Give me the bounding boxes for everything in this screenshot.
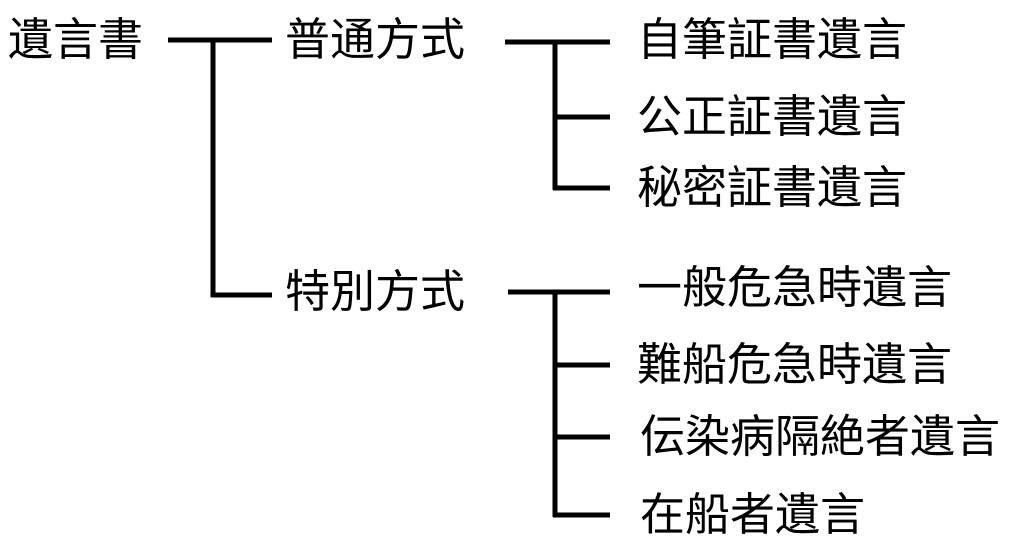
leaf-node: 一般危急時遺言	[637, 261, 953, 314]
category-ordinary: 普通方式	[285, 13, 466, 66]
leaf-node: 自筆証書遺言	[637, 13, 908, 66]
category-special: 特別方式	[285, 265, 466, 318]
leaf-node: 伝染病隔絶者遺言	[640, 410, 1001, 463]
leaf-node: 難船危急時遺言	[637, 338, 953, 391]
root-node: 遺言書	[8, 13, 144, 66]
leaf-node: 在船者遺言	[640, 488, 866, 541]
leaf-node: 秘密証書遺言	[637, 161, 908, 214]
leaf-node: 公正証書遺言	[637, 90, 908, 143]
